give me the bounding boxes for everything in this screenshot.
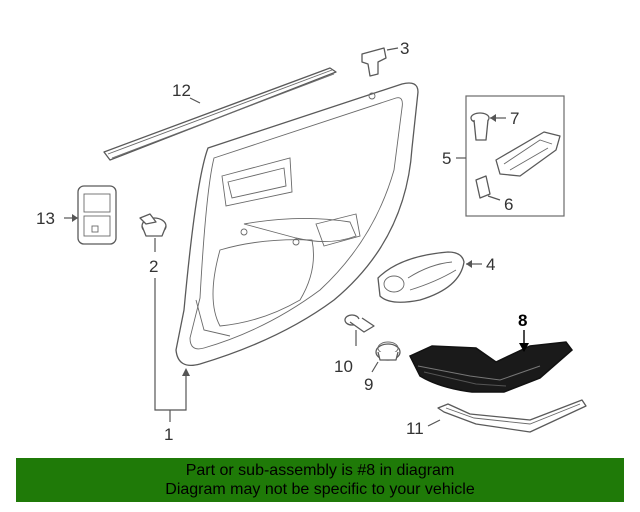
bolt-part-10[interactable] (344, 314, 375, 346)
info-banner: Part or sub-assembly is #8 in diagram Di… (16, 458, 624, 502)
label-part-8: 8 (518, 311, 527, 330)
label-part-1: 1 (164, 425, 173, 444)
label-part-10: 10 (334, 357, 353, 376)
trim-strip-part-11[interactable] (427, 399, 587, 433)
label-part-5: 5 (442, 149, 451, 168)
label-part-11: 11 (406, 419, 424, 438)
label-part-3: 3 (400, 39, 409, 58)
bushing-part-9[interactable] (371, 341, 401, 373)
parts-diagram: 1 2 3 4 5 6 7 8 9 10 11 12 13 (36, 39, 587, 444)
belt-weatherstrip-part-12[interactable] (103, 67, 337, 161)
label-part-12: 12 (172, 81, 191, 100)
label-part-2: 2 (149, 257, 158, 276)
handle-bezel-part-4[interactable] (377, 251, 482, 303)
retainer-part-2[interactable] (139, 213, 167, 252)
clip-part-3[interactable] (361, 47, 399, 77)
label-part-7: 7 (510, 109, 519, 128)
label-part-13: 13 (36, 209, 55, 228)
label-part-6: 6 (504, 195, 513, 214)
window-switch-part-13[interactable] (64, 185, 117, 245)
banner-line-2: Diagram may not be specific to your vehi… (165, 481, 475, 498)
door-trim-panel-part-1[interactable] (175, 82, 419, 367)
banner-line-1: Part or sub-assembly is #8 in diagram (185, 462, 455, 479)
armrest-part-8[interactable] (408, 330, 574, 393)
label-part-4: 4 (486, 255, 495, 274)
label-part-9: 9 (364, 375, 373, 394)
bolt-part-6[interactable] (475, 175, 501, 201)
screw-part-7[interactable] (470, 112, 506, 141)
